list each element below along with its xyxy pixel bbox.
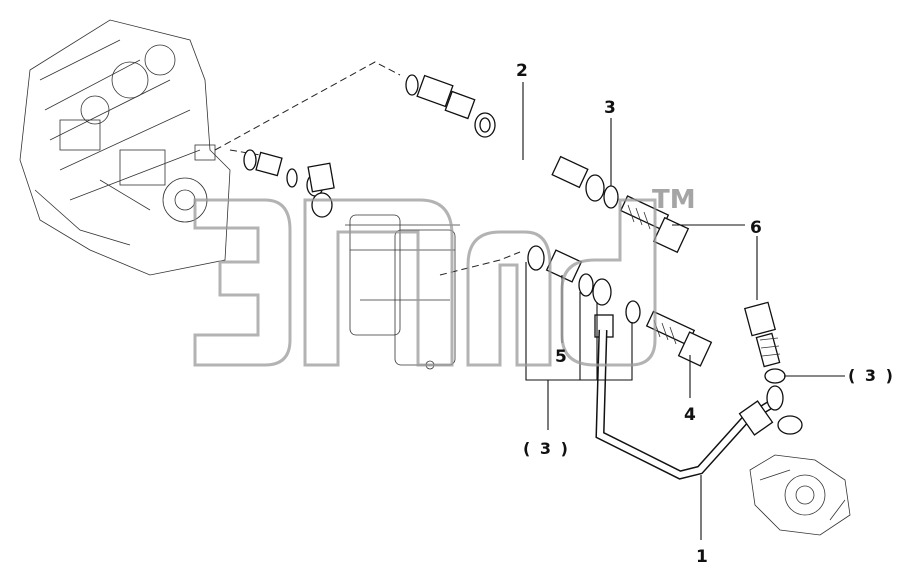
callout-3-bottom: ( 3 ) (523, 439, 570, 458)
water-pump (749, 454, 851, 536)
watermark-logo: TM (193, 185, 696, 367)
pipe-1 (595, 329, 774, 480)
seal-3-top (603, 185, 619, 209)
reference-line-upper (214, 61, 401, 151)
callout-1: 1 (696, 547, 708, 567)
pipe-2 (307, 114, 605, 218)
callout-3-right: ( 3 ) (848, 366, 895, 385)
engine-block (19, 19, 231, 276)
leader-lines (522, 82, 845, 540)
callout-6: 6 (750, 218, 762, 238)
callout-2: 2 (516, 61, 528, 81)
watermark-tm: TM (652, 185, 696, 215)
engine-fitting-upper (405, 74, 496, 138)
right-fittings (743, 301, 803, 435)
banjo-bolt-4 (645, 310, 713, 367)
filter-housing (345, 214, 460, 370)
fitting-group-lower (527, 245, 641, 338)
callout-4: 4 (684, 405, 696, 425)
callout-3-top: 3 (604, 98, 616, 118)
callout-5: 5 (555, 347, 567, 367)
